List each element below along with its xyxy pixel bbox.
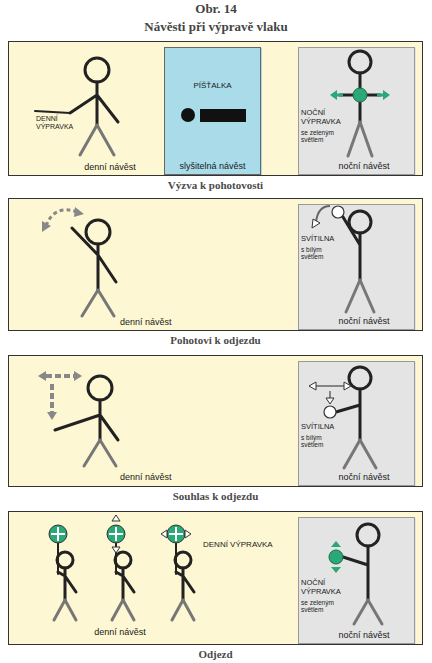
night-signal-box: NOČNÍ VÝPRAVKA se zeleným světlem noční ná… bbox=[298, 517, 415, 644]
signal-panel: Výzva k pohotovostiPÍŠŤALKAslyšitelná ná… bbox=[8, 41, 423, 176]
caption: Výzva k pohotovosti bbox=[8, 179, 423, 192]
caption: Pohotovi k odjezdu bbox=[8, 334, 423, 347]
signal-type: denní návěst bbox=[120, 472, 200, 482]
signal-type: noční návěst bbox=[317, 161, 411, 171]
whistle-symbol bbox=[181, 108, 246, 122]
signal-panel: OdjezdNOČNÍ VÝPRAVKAse zeleným světlemno… bbox=[8, 511, 423, 645]
device-note: se zeleným světlem bbox=[301, 129, 347, 144]
signal-type: slyšitelná návěst bbox=[165, 161, 260, 171]
whistle-box: PÍŠŤALKA slyšitelná návěst bbox=[164, 47, 261, 175]
signal-type: denní návěst bbox=[80, 627, 160, 637]
panel-grounds bbox=[8, 41, 423, 645]
device-note: s bílým světlem bbox=[301, 246, 345, 261]
device-name: SVÍTILNA bbox=[301, 235, 349, 244]
device-name: SVÍTILNA bbox=[301, 423, 349, 432]
device-name: DENNÍ VÝPRAVKA bbox=[203, 540, 293, 549]
night-signal-box: SVÍTILNA s bílým světlem noční návěst bbox=[298, 204, 415, 330]
device-note: se zeleným světlem bbox=[301, 599, 347, 614]
signal-type: noční návěst bbox=[317, 316, 411, 326]
signal-type: denní návěst bbox=[120, 317, 200, 327]
figure-number: Obr. 14 bbox=[0, 2, 432, 17]
night-signal-box: NOČNÍ VÝPRAVKA se zeleným světlem noční ná… bbox=[298, 47, 415, 175]
caption: Souhlas k odjezdu bbox=[8, 490, 423, 503]
device-name: PÍŠŤALKA bbox=[167, 81, 258, 90]
device-name: DENNÍ VÝPRAVKA bbox=[36, 115, 80, 131]
signal-type: denní návěst bbox=[70, 162, 150, 172]
device-note: s bílým světlem bbox=[301, 434, 345, 449]
signal-type: noční návěst bbox=[317, 630, 411, 640]
device-name: NOČNÍ VÝPRAVKA bbox=[301, 579, 347, 596]
night-signal-box: SVÍTILNA s bílým světlem noční návěst bbox=[298, 361, 415, 486]
caption: Odjezd bbox=[8, 648, 423, 661]
signal-panel: Pohotovi k odjezduSVÍTILNAs bílým světle… bbox=[8, 198, 423, 331]
signal-type: noční návěst bbox=[317, 472, 411, 482]
signal-panel: Souhlas k odjezduSVÍTILNAs bílým světlem… bbox=[8, 355, 423, 487]
figure-title: Návěsti při výpravě vlaku bbox=[0, 20, 432, 35]
device-name: NOČNÍ VÝPRAVKA bbox=[301, 109, 347, 126]
